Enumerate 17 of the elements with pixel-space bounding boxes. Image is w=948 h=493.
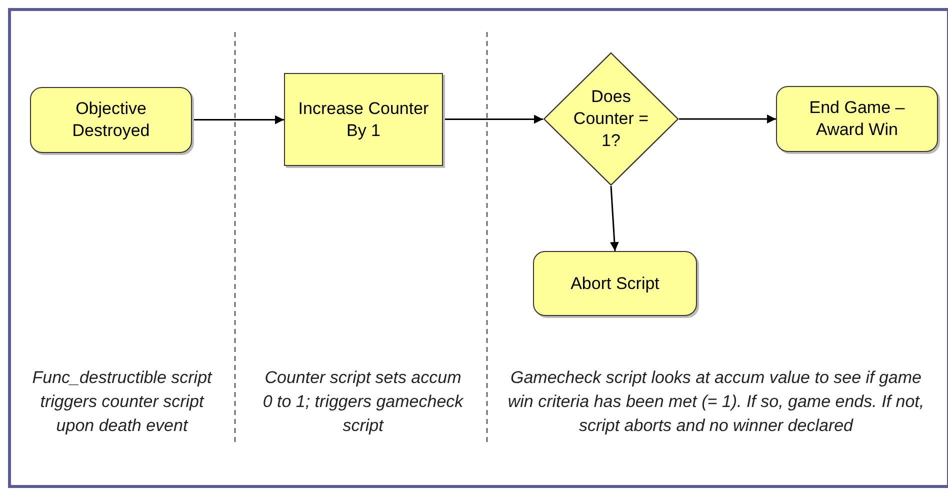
terminal-box bbox=[30, 87, 192, 153]
node-label: Does Counter = 1? bbox=[573, 86, 649, 152]
arrow bbox=[679, 114, 776, 124]
arrow bbox=[610, 186, 619, 252]
note-text: Gamecheck script looks at accum value to see if game win criteria has been met (= 1). If so, game ends. If not, script aborts and no winner declared bbox=[506, 367, 926, 437]
terminal-box bbox=[533, 251, 697, 316]
node-label: Abort Script bbox=[570, 272, 660, 294]
process-box bbox=[284, 73, 443, 166]
arrow bbox=[443, 114, 543, 124]
decision-diamond bbox=[543, 52, 679, 186]
node-label: Objective Destroyed bbox=[71, 98, 151, 142]
node-label: End Game – Award Win bbox=[808, 97, 906, 141]
node-label: Increase Counter By 1 bbox=[297, 98, 430, 142]
note-text: Counter script sets accum 0 to 1; triggers gamecheck script bbox=[262, 367, 465, 437]
terminal-box bbox=[776, 86, 938, 152]
note-text: Func_destructible script triggers counter script upon death event bbox=[31, 367, 214, 437]
arrow bbox=[192, 115, 284, 124]
